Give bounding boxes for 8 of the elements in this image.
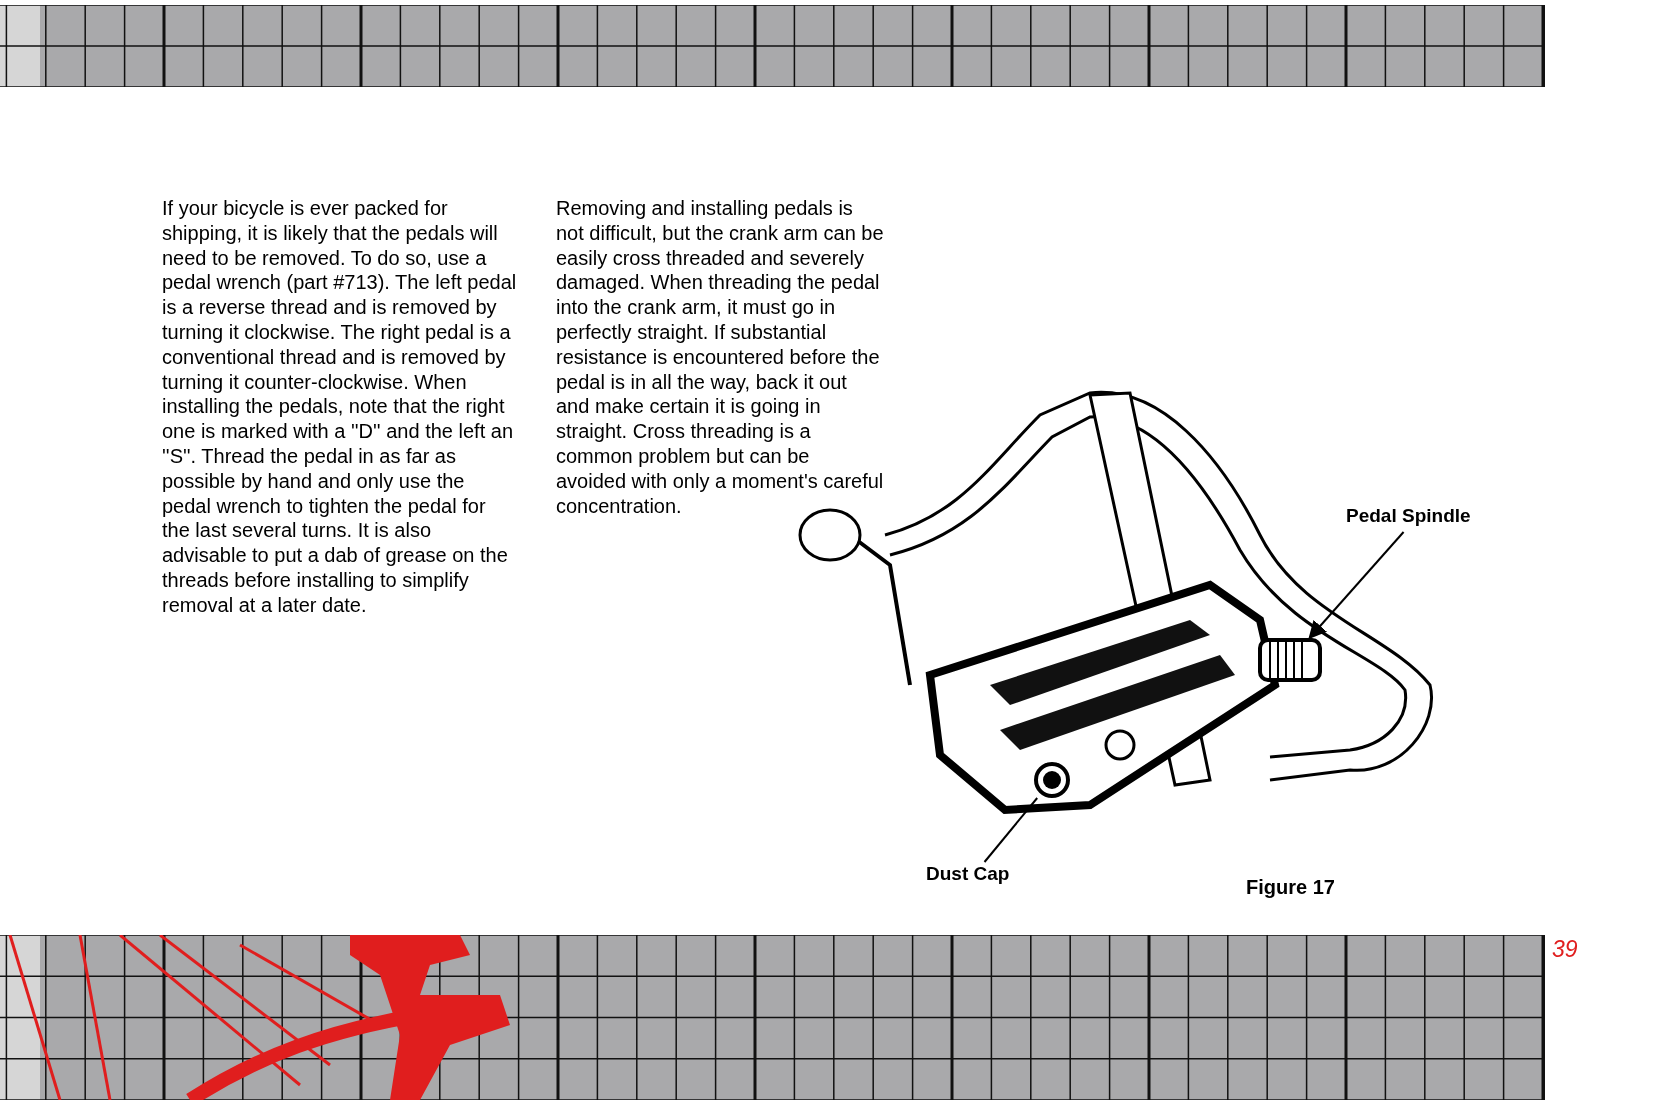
part-label: Pedal Spindle <box>1346 504 1486 532</box>
part-label: Dust Cap <box>926 862 1020 890</box>
figure-caption: Figure 17 <box>1246 875 1335 900</box>
leader-line <box>1308 531 1405 640</box>
body-paragraph: If your bicycle is ever packed for shipping, it is likely that the pedals will need to be removed. To do so, use a pedal wrench (part #713). The left pedal is a reverse thread and is removed by turning it clockwise. The right pedal is a conventional thread and is removed by turning it counter-clockwise. When installing the pedals, note that the right one is marked with a ''D'' and the left an ''S''. Thread the pedal in as far as possible by hand and only use the pedal wrench to tighten the pedal for the last several turns. It is also advisable to put a dab of grease on the threads before installing to simplify removal at a later date. <box>162 196 518 618</box>
page-number: 39 <box>1552 935 1578 964</box>
body-paragraph: Removing and installing pedals is not difficult, but the crank arm can be easily cross threaded and severely damaged. When threading the pedal into the crank arm, it must go in perfectly straight. If substantial resistance is encountered before the pedal is in all the way, back it out and make certain it is going in straight. Cross threading is a common problem but can be avoided with only a moment's careful concentration. <box>556 196 884 519</box>
leader-line <box>983 797 1039 863</box>
